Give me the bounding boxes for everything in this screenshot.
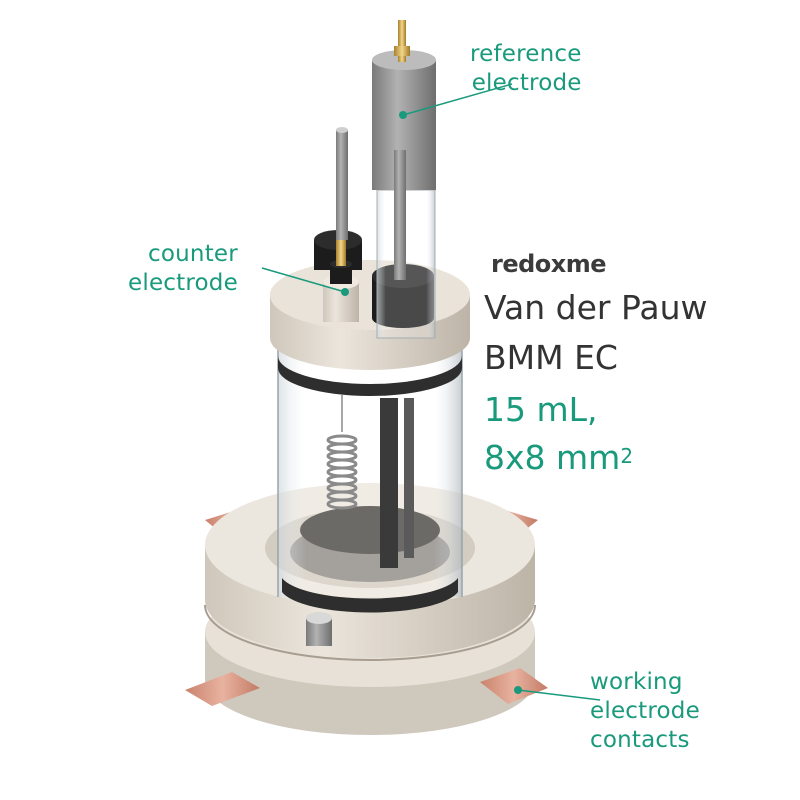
counter-coil (326, 395, 358, 510)
brand-logo: redoxme (491, 250, 607, 278)
reference-pointer-line (402, 83, 513, 116)
inner-rod (380, 398, 398, 568)
reference-electrode (372, 20, 436, 339)
counter-electrode-label: counter electrode (128, 241, 238, 296)
counter-electrode-fitting (323, 215, 359, 322)
working-electrode-contacts-label: working electrode contacts (590, 669, 700, 753)
title-line-2: BMM EC (484, 338, 618, 377)
base-pin (306, 612, 332, 646)
volume-text: 15 mL, (484, 390, 598, 429)
working-contact-front-left (185, 672, 260, 706)
area-text: 8x8 mm2 (484, 438, 634, 477)
thin-tube (336, 127, 348, 240)
reference-electrode-label: reference electrode (470, 41, 582, 96)
working-pointer-line (517, 689, 601, 701)
title-line-1: Van der Pauw (484, 288, 708, 327)
counter-pointer-line (261, 267, 346, 293)
working-contact-front-right (480, 668, 548, 704)
